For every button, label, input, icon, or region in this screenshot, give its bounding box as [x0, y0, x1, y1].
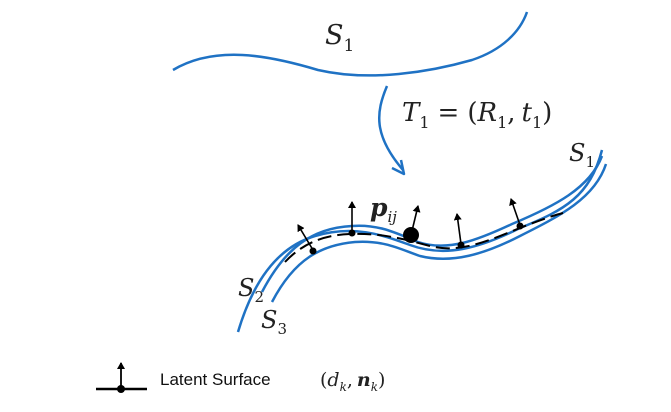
- latent-point: [516, 222, 524, 230]
- transform-arrow: [377, 85, 406, 176]
- latent-surface-legend-icon: [96, 362, 147, 393]
- latent-surface-curve: [284, 212, 564, 263]
- surface-s3: [270, 163, 608, 303]
- latent-points: [309, 222, 524, 255]
- surface-s1-top: [172, 11, 529, 77]
- legend: Latent Surface (dk,nk): [96, 362, 385, 394]
- label-s1-top: S1: [325, 20, 354, 56]
- label-transform: T1=(R1,t1): [402, 98, 552, 132]
- latent-point: [348, 229, 356, 237]
- legend-label: Latent Surface: [160, 370, 271, 389]
- label-point-pij: pij: [370, 193, 397, 226]
- latent-normals: [297, 198, 521, 251]
- normal-arrow: [453, 213, 462, 245]
- label-s2: S2: [238, 274, 264, 306]
- latent-point: [457, 241, 465, 249]
- point-pij-marker: [403, 227, 419, 243]
- latent-point: [309, 247, 317, 255]
- legend-formula: (dk,nk): [320, 369, 385, 394]
- label-s3: S3: [261, 306, 287, 338]
- surface-s2: [260, 155, 604, 293]
- surface-s1-bottom: [236, 149, 604, 333]
- label-s1-right: S1: [569, 139, 595, 171]
- normal-arrow: [509, 198, 521, 226]
- normal-arrow: [297, 224, 314, 251]
